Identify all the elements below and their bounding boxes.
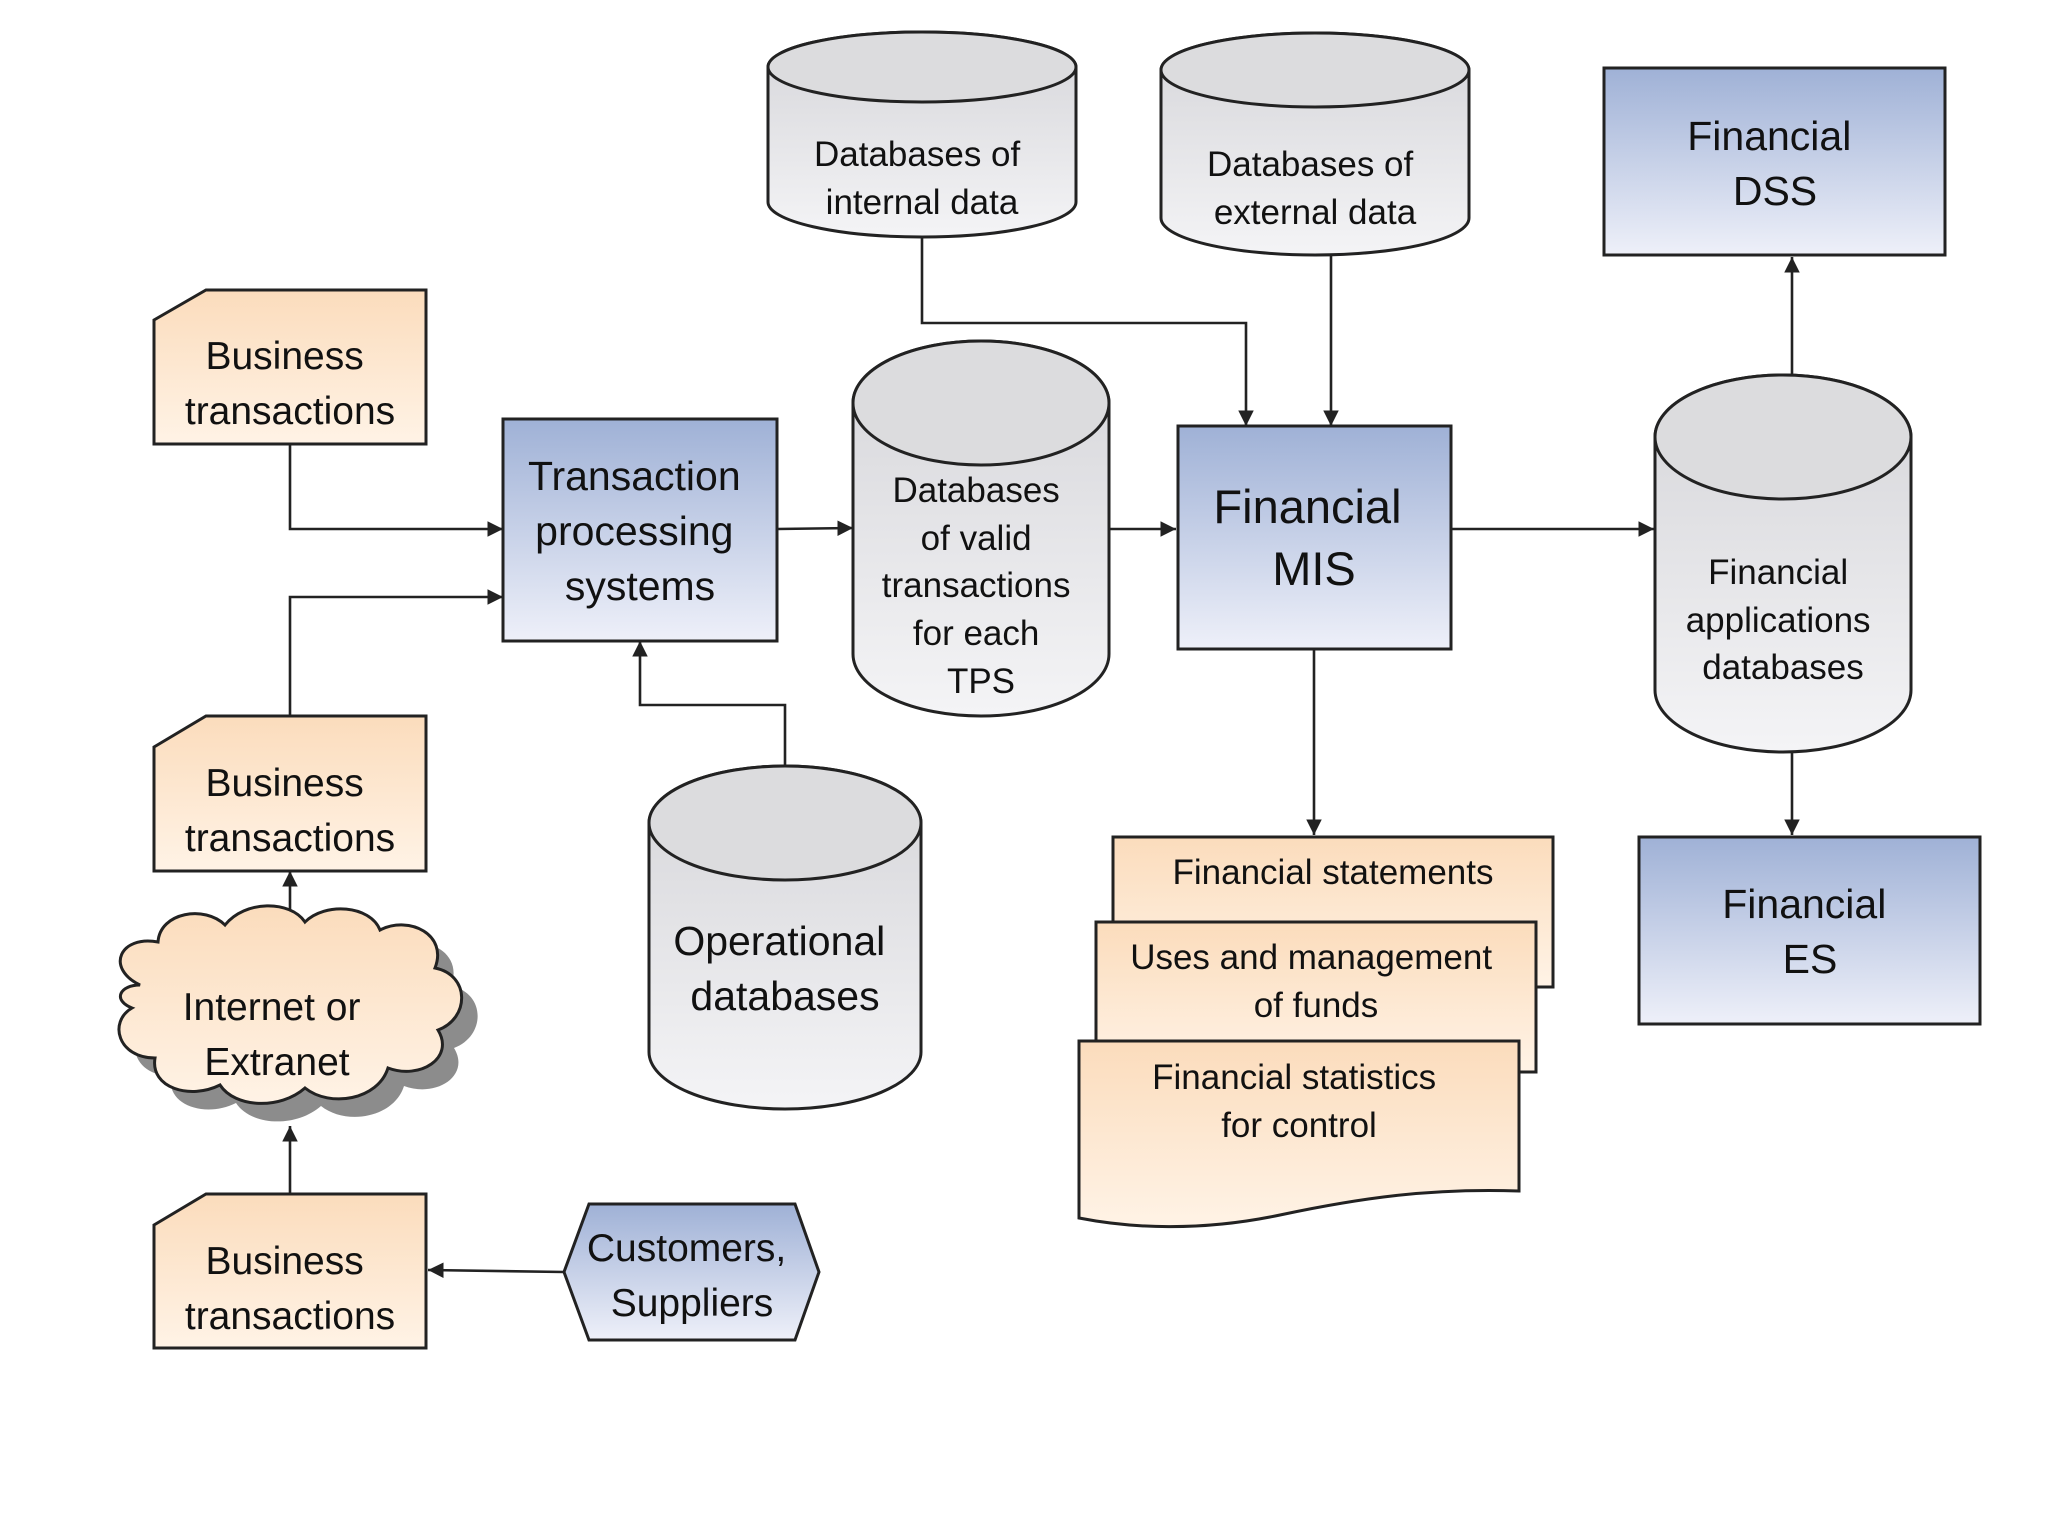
cloud-shape xyxy=(117,904,464,1105)
external-db-line-1: Databases of xyxy=(1207,145,1414,184)
financial-applications-databases: Financial applications databases xyxy=(1653,373,1913,754)
svg-text:Financial ES: Financial ES xyxy=(1722,881,1898,982)
edge-business-middle-to-tps xyxy=(288,589,503,716)
financial-mis-line-2: MIS xyxy=(1272,542,1356,595)
svg-text:Databases of external da: Databases of external data xyxy=(1207,145,1423,232)
operational-databases-line-1: Operational xyxy=(673,918,885,964)
svg-text:Financial DSS: Financial DSS xyxy=(1687,113,1863,214)
valid-db-line-4: for each xyxy=(913,614,1039,653)
financial-es-line-2: ES xyxy=(1783,936,1838,982)
svg-text:Uses and management of: Uses and management of funds xyxy=(1130,938,1502,1025)
edge-operational-db-to-tps xyxy=(632,641,787,766)
business-transactions-middle-line-2: transactions xyxy=(185,817,395,860)
internet-extranet-cloud: Internet or Extranet xyxy=(117,904,478,1122)
svg-text:Financial statistics f: Financial statistics for control xyxy=(1152,1058,1446,1145)
svg-text:Operational databases: Operational databases xyxy=(673,918,896,1019)
business-transactions-top-line-2: transactions xyxy=(185,390,395,433)
financial-reports-stack: Financial statements Uses and management… xyxy=(1077,835,1555,1229)
svg-text:Transaction processing: Transaction processing systems xyxy=(528,453,752,609)
svg-text:Financial MIS: Financial MIS xyxy=(1213,480,1414,595)
internal-db-line-2: internal data xyxy=(826,183,1019,222)
internet-extranet-line-1: Internet or xyxy=(183,986,361,1029)
svg-text:Databases of valid: Databases of valid transactions for each… xyxy=(882,471,1080,701)
business-transactions-top: Business transactions xyxy=(152,288,428,446)
financial-statistics-line-2: for control xyxy=(1221,1106,1377,1145)
valid-db-line-1: Databases xyxy=(892,471,1059,510)
tps-line-3: systems xyxy=(565,563,715,609)
svg-text:Databases of internal da: Databases of internal data xyxy=(814,135,1030,222)
customers-suppliers: Customers, Suppliers xyxy=(562,1202,821,1342)
svg-text:Business transactions: Business transactions xyxy=(185,1240,395,1338)
svg-text:Business transactions: Business transactions xyxy=(185,762,395,860)
business-transactions-bottom: Business transactions xyxy=(152,1192,428,1350)
business-transactions-bottom-line-1: Business xyxy=(205,1240,363,1283)
financial-mis-line-1: Financial xyxy=(1213,480,1401,533)
business-transactions-top-line-1: Business xyxy=(205,335,363,378)
financial-dss: Financial DSS xyxy=(1602,66,1947,257)
internet-extranet-line-2: Extranet xyxy=(204,1041,349,1084)
svg-text:Financial statements: Financial statements xyxy=(1173,853,1494,892)
edge-internal-db-to-mis xyxy=(920,236,1254,426)
tps-line-1: Transaction xyxy=(528,453,741,499)
uses-of-funds-line-2: of funds xyxy=(1254,986,1379,1025)
customers-suppliers-line-1: Customers, xyxy=(587,1227,786,1270)
financial-app-db-line-3: databases xyxy=(1702,648,1864,687)
external-data-databases: Databases of external data xyxy=(1159,31,1471,257)
financial-es-line-1: Financial xyxy=(1722,881,1886,927)
tps-line-2: processing xyxy=(535,508,733,554)
edges xyxy=(282,236,1800,1279)
financial-statements-line-1: Financial statements xyxy=(1173,853,1494,892)
edge-business-top-to-tps xyxy=(288,444,503,537)
internal-data-databases: Databases of internal data xyxy=(766,30,1078,239)
valid-transactions-databases: Databases of valid transactions for each… xyxy=(851,339,1111,718)
transaction-processing-systems: Transaction processing systems xyxy=(501,417,779,643)
svg-text:Business transactions: Business transactions xyxy=(185,335,395,433)
business-transactions-middle: Business transactions xyxy=(152,714,428,873)
valid-db-line-3: transactions xyxy=(882,566,1071,605)
external-db-line-2: external data xyxy=(1214,193,1417,232)
valid-db-line-5: TPS xyxy=(947,662,1015,701)
customers-suppliers-line-2: Suppliers xyxy=(611,1282,774,1325)
operational-databases: Operational databases xyxy=(647,764,923,1111)
edge-tps-to-valid-db xyxy=(776,520,854,537)
financial-mis: Financial MIS xyxy=(1176,424,1453,651)
financial-dss-line-2: DSS xyxy=(1733,168,1817,214)
financial-statistics-document: Financial statistics for control xyxy=(1077,1039,1521,1229)
uses-of-funds-line-1: Uses and management xyxy=(1130,938,1492,977)
edge-customers-to-business-bottom xyxy=(427,1262,565,1279)
svg-text:Financial applications: Financial applications databases xyxy=(1686,553,1881,687)
svg-text:Internet or Extranet: Internet or Extranet xyxy=(183,986,372,1084)
financial-app-db-line-2: applications xyxy=(1686,601,1871,640)
operational-databases-line-2: databases xyxy=(690,973,879,1019)
financial-dss-line-1: Financial xyxy=(1687,113,1851,159)
internal-db-line-1: Databases of xyxy=(814,135,1021,174)
financial-es: Financial ES xyxy=(1637,835,1982,1026)
svg-text:Customers, Suppliers: Customers, Suppliers xyxy=(587,1227,797,1325)
financial-statistics-line-1: Financial statistics xyxy=(1152,1058,1436,1097)
business-transactions-bottom-line-2: transactions xyxy=(185,1295,395,1338)
business-transactions-middle-line-1: Business xyxy=(205,762,363,805)
valid-db-line-2: of valid xyxy=(921,519,1032,558)
financial-app-db-line-1: Financial xyxy=(1708,553,1848,592)
